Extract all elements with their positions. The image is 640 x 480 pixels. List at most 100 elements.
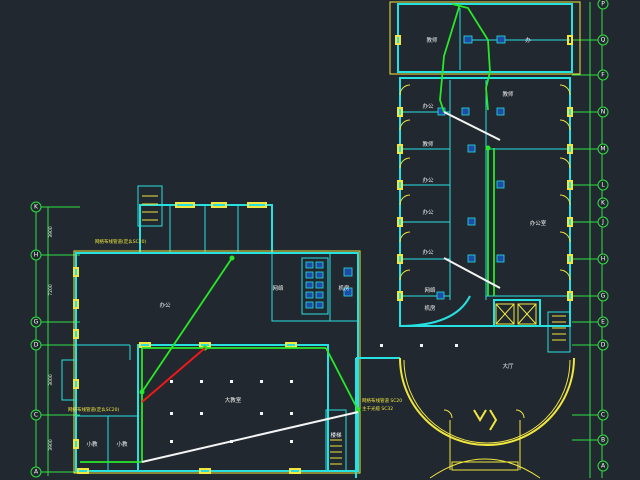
cable-note: 网络布线管道(定幺SC20) bbox=[68, 406, 119, 413]
room-label: 办公 bbox=[422, 176, 434, 184]
network-outlet-icon bbox=[467, 254, 476, 263]
column-marks-right bbox=[395, 35, 573, 301]
left-axis-system: K H G D C A 3900 7200 3000 3900 bbox=[30, 201, 80, 478]
axis-bubble-C: C bbox=[30, 409, 42, 421]
right-wing: 教师 办 办公 教师 教师 办公 办公 办公室 办公 网络 机房 bbox=[389, 1, 581, 353]
elevator-block bbox=[493, 299, 541, 327]
room-label: 大厅 bbox=[502, 362, 514, 370]
network-wiring bbox=[80, 3, 495, 463]
network-outlets-right bbox=[436, 35, 506, 300]
room-label: 办公 bbox=[159, 301, 171, 309]
room-label: 办公 bbox=[422, 248, 434, 256]
svg-text:G: G bbox=[34, 319, 39, 326]
trunk-cable bbox=[443, 257, 501, 289]
svg-text:J: J bbox=[601, 219, 604, 226]
network-outlet-icon bbox=[461, 107, 470, 116]
axis-bubble-D: D bbox=[30, 339, 42, 351]
svg-text:F: F bbox=[601, 72, 605, 79]
trunk-cables bbox=[141, 111, 501, 463]
upper-annex bbox=[139, 204, 273, 254]
axis-bubble-P: P bbox=[597, 0, 609, 10]
network-cable-diagonal bbox=[141, 257, 233, 393]
svg-text:H: H bbox=[601, 256, 606, 263]
svg-text:N: N bbox=[601, 109, 606, 116]
room-label: 机房 bbox=[338, 284, 350, 292]
dimension-label: 3900 bbox=[48, 226, 54, 238]
svg-text:P: P bbox=[601, 1, 605, 8]
axis-bubble-N: N bbox=[597, 106, 609, 118]
svg-text:C: C bbox=[34, 412, 38, 419]
trunk-cable bbox=[443, 111, 501, 141]
svg-text:K: K bbox=[34, 204, 39, 211]
cable-note: 网络布线管道 SC20 bbox=[362, 397, 402, 404]
fault-cable bbox=[141, 347, 206, 403]
axis-bubble-H: H bbox=[597, 253, 609, 265]
stair-top-left bbox=[137, 185, 163, 227]
svg-text:M: M bbox=[600, 146, 605, 153]
axis-bubble-H: H bbox=[30, 249, 42, 261]
room-label: 教师 bbox=[426, 36, 438, 44]
network-outlet-icon bbox=[463, 35, 473, 44]
axis-bubble-C: C bbox=[597, 409, 609, 421]
room-label: 教师 bbox=[502, 90, 514, 98]
dimension-label: 7200 bbox=[48, 284, 54, 296]
network-outlet-icon bbox=[467, 217, 476, 226]
equipment-racks bbox=[301, 257, 353, 315]
entrance-door-icon bbox=[473, 409, 498, 431]
svg-text:D: D bbox=[601, 342, 606, 349]
axis-bubble-G: G bbox=[597, 290, 609, 302]
stair-right bbox=[547, 311, 571, 353]
dimension-label: 3900 bbox=[48, 439, 54, 451]
svg-text:Q: Q bbox=[601, 37, 606, 44]
axis-bubble-E: E bbox=[597, 316, 609, 328]
network-room bbox=[271, 252, 359, 322]
floor-outlets bbox=[170, 344, 458, 443]
room-label: 楼梯 bbox=[330, 431, 342, 439]
svg-text:B: B bbox=[601, 437, 605, 444]
svg-text:A: A bbox=[34, 469, 39, 476]
stair-bottom bbox=[325, 409, 347, 472]
axis-bubble-F: F bbox=[597, 69, 609, 81]
room-label: 办公 bbox=[422, 102, 434, 110]
room-label: 小教 bbox=[116, 440, 128, 448]
network-outlet-icon bbox=[467, 144, 476, 153]
room-label: 网络 bbox=[424, 286, 436, 294]
right-wing-top-block bbox=[397, 3, 573, 73]
left-block: 办公 网络 机房 大教室 小教 小教 楼梯 bbox=[61, 185, 458, 474]
svg-text:C: C bbox=[601, 412, 605, 419]
cable-note: 网络布线管道(定幺SC20) bbox=[95, 238, 146, 245]
network-cable-top-left bbox=[439, 3, 461, 113]
network-outlet-icon bbox=[496, 35, 506, 44]
curved-wall bbox=[399, 295, 471, 327]
column-marks-left bbox=[73, 267, 301, 474]
classroom-large bbox=[137, 344, 329, 472]
network-outlet-icon bbox=[496, 254, 505, 263]
svg-text:L: L bbox=[601, 182, 605, 189]
network-outlet-icon bbox=[436, 291, 445, 300]
lobby: 大厅 bbox=[355, 357, 575, 479]
axis-bubble-B: B bbox=[597, 434, 609, 446]
axis-bubble-K: K bbox=[30, 201, 42, 213]
svg-text:A: A bbox=[601, 463, 606, 470]
room-label: 办公 bbox=[422, 208, 434, 216]
lobby-arc-outer bbox=[399, 357, 575, 446]
network-outlet-icon bbox=[496, 180, 505, 189]
axis-bubble-Q: Q bbox=[597, 34, 609, 46]
svg-text:G: G bbox=[601, 293, 606, 300]
axis-bubble-L: L bbox=[597, 179, 609, 191]
room-label: 办公室 bbox=[530, 219, 547, 227]
room-label: 机房 bbox=[424, 304, 436, 312]
right-axis-system: P Q F N M L K J H G E D C B A bbox=[572, 0, 609, 478]
axis-bubble-A: A bbox=[597, 460, 609, 472]
network-cable-to-lobby bbox=[325, 347, 359, 411]
svg-text:D: D bbox=[34, 342, 39, 349]
svg-text:H: H bbox=[34, 252, 39, 259]
svg-text:K: K bbox=[601, 200, 606, 207]
room-label: 办 bbox=[525, 36, 531, 44]
dimension-label: 3000 bbox=[48, 374, 54, 386]
axis-bubble-G: G bbox=[30, 316, 42, 328]
room-label: 小教 bbox=[86, 440, 98, 448]
room-label: 大教室 bbox=[225, 396, 242, 404]
network-cable-top bbox=[451, 3, 491, 111]
